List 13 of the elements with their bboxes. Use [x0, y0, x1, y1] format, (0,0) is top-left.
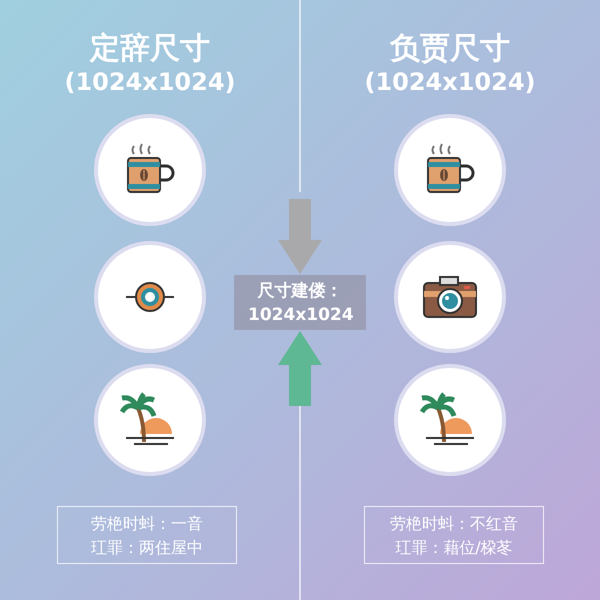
note-text: 劳栬时蚪：不红音 — [389, 513, 519, 535]
column-heading: 负贾尺寸 — [390, 31, 510, 66]
block-arrow — [278, 199, 322, 274]
size-label: (1024x1024) — [364, 68, 536, 96]
note-text: 玒罪：两住屋中 — [90, 537, 204, 559]
note-box — [364, 506, 544, 564]
note-text: 劳栬时蚪：一音 — [90, 513, 204, 535]
size-box: 尺寸建偻：1024x1024 — [234, 275, 366, 330]
column-heading: 定辞尺寸 — [90, 31, 210, 66]
note-box — [57, 506, 237, 564]
note-text: 玒罪：藉位/桗苳 — [394, 537, 514, 559]
block-arrow — [278, 331, 322, 406]
size-label: (1024x1024) — [64, 68, 236, 96]
